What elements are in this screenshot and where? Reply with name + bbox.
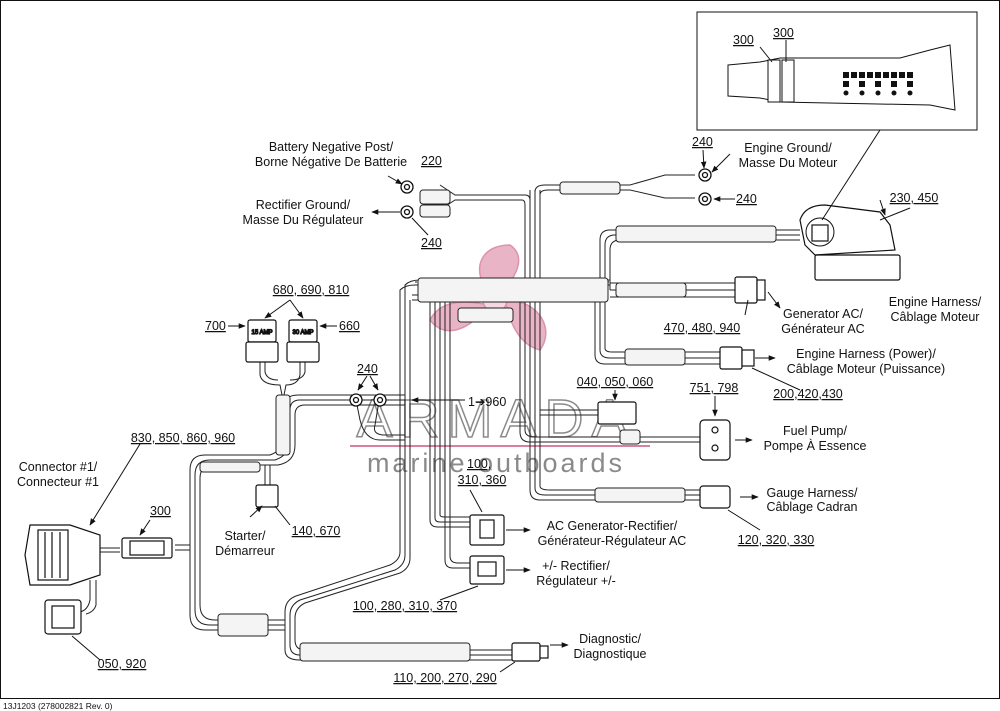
rectifier-pm-en: +/- Rectifier/ <box>542 559 610 573</box>
ac-generator-num-a: 100, <box>467 457 491 471</box>
ring-terminals <box>349 168 712 407</box>
connector-040 <box>597 401 637 425</box>
generator-ac-num: 470, 480, 940 <box>664 321 741 335</box>
fuel-pump-fr: Pompe À Essence <box>764 438 867 453</box>
ac-generator-connector <box>469 514 505 546</box>
inset-label-300-a: 300 <box>733 33 754 47</box>
engine-ground-num-top: 240 <box>692 135 713 149</box>
ac-generator-en: AC Generator-Rectifier/ <box>547 519 678 533</box>
connector-050-num: 050, 920 <box>98 657 147 671</box>
ac-generator-fr: Générateur-Régulateur AC <box>538 534 687 548</box>
starter-en: Starter/ <box>225 529 267 543</box>
fuse-right-rating: 30 AMP <box>292 330 313 336</box>
footer-reference: 13J1203 (278002821 Rev. 0) <box>3 701 113 711</box>
battery-negative-fr: Borne Négative De Batterie <box>255 155 407 169</box>
connector-1 <box>24 524 101 586</box>
inset-detail: 300 300 <box>696 11 978 247</box>
rectifier-ground-en: Rectifier Ground/ <box>256 198 351 212</box>
engine-ground-fr: Masse Du Moteur <box>739 156 838 170</box>
generator-ac-en: Generator AC/ <box>783 307 863 321</box>
diagnostic-connector <box>511 642 549 662</box>
connector-1-num: 830, 850, 860, 960 <box>131 431 235 445</box>
connector-040-num: 040, 050, 060 <box>577 375 654 389</box>
diagnostic-en: Diagnostic/ <box>579 632 641 646</box>
labels: Battery Negative Post/ Borne Négative De… <box>17 135 982 685</box>
connector-300 <box>121 537 173 559</box>
starter-num: 140, 670 <box>292 524 341 538</box>
connector-1-fr: Connecteur #1 <box>17 475 99 489</box>
battery-negative-num: 220 <box>421 154 442 168</box>
rectifier-pm-num: 100, 280, 310, 370 <box>353 599 457 613</box>
engine-ground-num-side: 240 <box>736 192 757 206</box>
engine-harness-num: 230, 450 <box>890 191 939 205</box>
gauge-harness-fr: Câblage Cadran <box>766 500 857 514</box>
engine-power-fr: Câblage Moteur (Puissance) <box>787 362 945 376</box>
engine-harness-en: Engine Harness/ <box>889 295 982 309</box>
leader-lines <box>71 149 911 673</box>
rectifier-pm-fr: Régulateur +/- <box>536 574 616 588</box>
battery-negative-en: Battery Negative Post/ <box>269 140 394 154</box>
ac-generator-num-b: 310, 360 <box>458 473 507 487</box>
connectors: 15 AMP 30 AMP <box>24 204 901 662</box>
fuel-pump-en: Fuel Pump/ <box>783 424 847 438</box>
gauge-harness-connector <box>699 485 731 509</box>
fuse-holder-30a: 30 AMP <box>286 319 320 363</box>
engine-harness-connector <box>799 204 901 281</box>
engine-power-num: 200,420,430 <box>773 387 843 401</box>
fuel-pump-num: 751, 798 <box>690 381 739 395</box>
ground-240-num: 240 <box>357 362 378 376</box>
fuse-holder-15a: 15 AMP <box>245 319 279 363</box>
rectifier-ground-num: 240 <box>421 236 442 250</box>
starter-connector <box>255 484 279 508</box>
rectifier-pm-connector <box>469 555 505 585</box>
starter-fr: Démarreur <box>215 544 275 558</box>
connector-1-en: Connector #1/ <box>19 460 98 474</box>
gauge-harness-num: 120, 320, 330 <box>738 533 815 547</box>
generator-ac-connector <box>734 276 766 304</box>
connector-050 <box>44 599 82 635</box>
generator-ac-fr: Générateur AC <box>781 322 864 336</box>
diagnostic-num: 110, 200, 270, 290 <box>393 671 496 685</box>
fuse-right-num: 660 <box>339 319 360 333</box>
engine-ground-en: Engine Ground/ <box>744 141 832 155</box>
ref-1-960: 1➔960 <box>468 395 506 409</box>
inset-label-300-b: 300 <box>773 26 794 40</box>
gauge-harness-en: Gauge Harness/ <box>766 486 858 500</box>
connector-300-num: 300 <box>150 504 171 518</box>
fuse-num: 680, 690, 810 <box>273 283 350 297</box>
fuel-pump-connector <box>699 419 731 461</box>
fuse-left-rating: 15 AMP <box>251 330 272 336</box>
engine-harness-fr: Câblage Moteur <box>891 310 980 324</box>
engine-power-en: Engine Harness (Power)/ <box>796 347 936 361</box>
engine-power-connector <box>719 346 755 370</box>
watermark-tagline: marine outboards <box>367 448 625 478</box>
diagnostic-fr: Diagnostique <box>574 647 647 661</box>
conduit-sleeves <box>199 181 777 662</box>
rectifier-ground-fr: Masse Du Régulateur <box>243 213 364 227</box>
fuse-left-num: 700 <box>205 319 226 333</box>
